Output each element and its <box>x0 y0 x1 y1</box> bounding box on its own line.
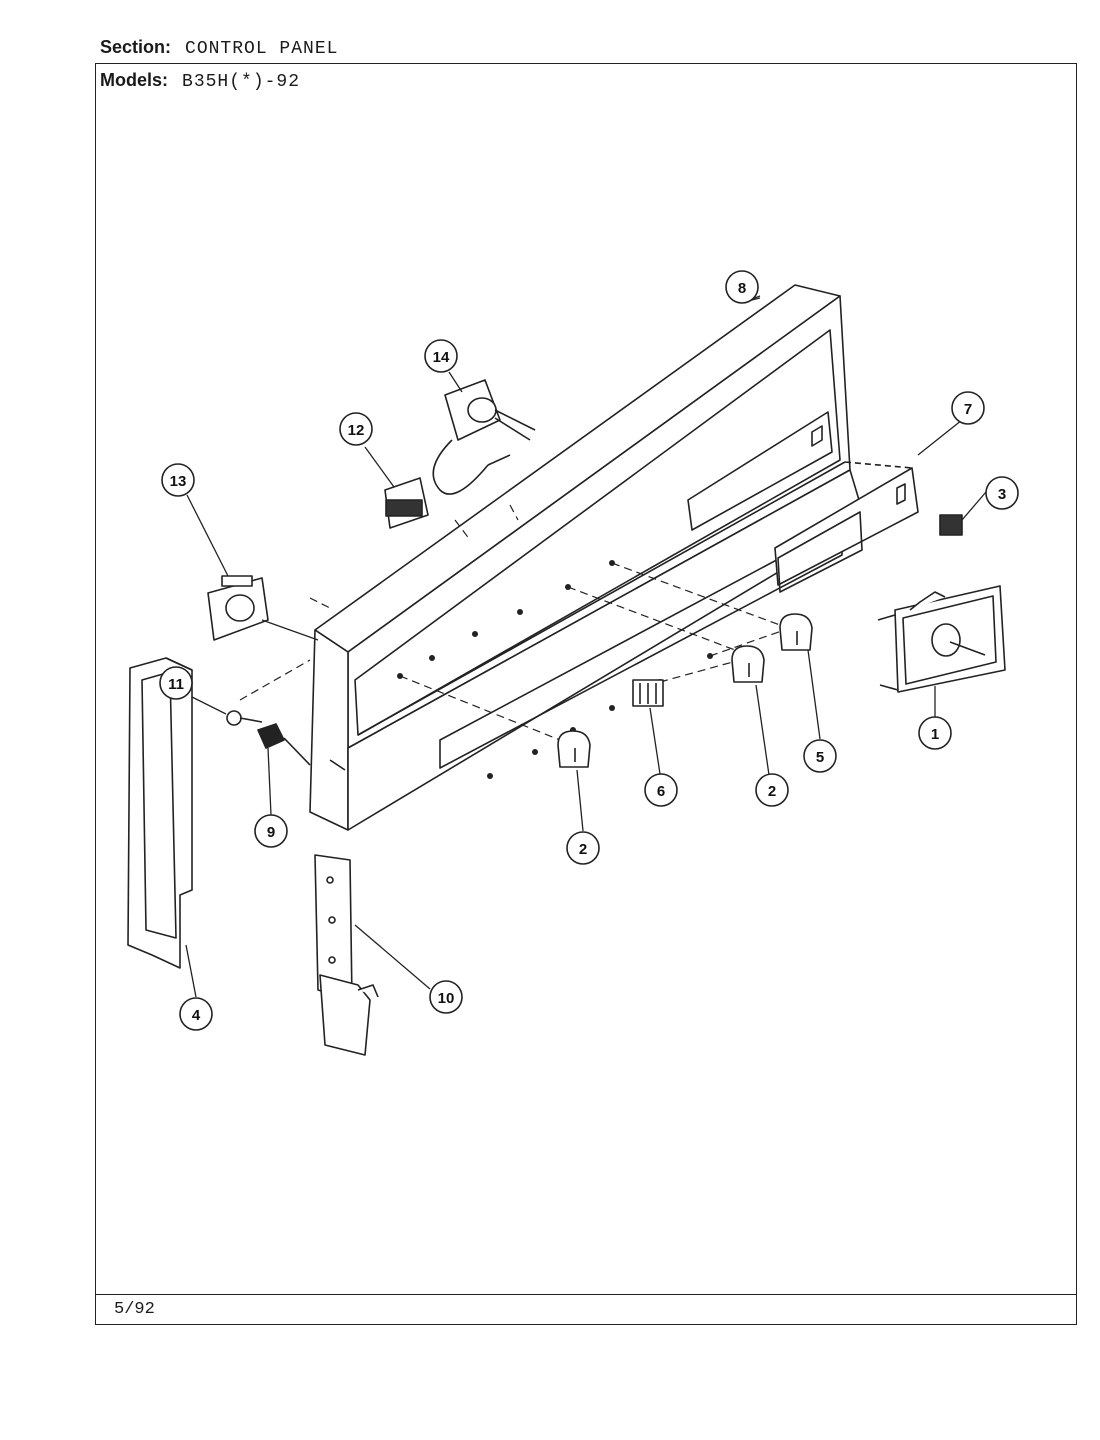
models-line: Models: B35H(*)-92 <box>100 70 300 92</box>
clock-assembly <box>877 585 1006 693</box>
callout-2-lower: 2 <box>566 831 600 865</box>
section-label: Section: <box>100 37 172 57</box>
svg-text:4: 4 <box>192 1007 201 1024</box>
svg-text:14: 14 <box>433 349 450 366</box>
svg-text:13: 13 <box>170 473 187 490</box>
timer-14 <box>432 379 536 495</box>
relay-12 <box>384 477 429 529</box>
callout-10: 10 <box>429 980 463 1014</box>
date-code: 5/92 <box>114 1300 155 1319</box>
callout-13: 13 <box>161 463 195 497</box>
callout-6: 6 <box>644 773 678 807</box>
footer-divider <box>95 1294 1077 1295</box>
knob-5 <box>779 613 813 651</box>
callout-8: 8 <box>725 270 759 304</box>
knob-2-upper <box>731 645 765 683</box>
svg-text:2: 2 <box>579 841 587 858</box>
models-value: B35H(*)-92 <box>182 72 301 92</box>
svg-text:1: 1 <box>931 726 939 743</box>
section-line: Section: CONTROL PANEL <box>100 37 338 59</box>
callout-1: 1 <box>918 716 952 750</box>
callout-14: 14 <box>424 339 458 373</box>
assembly-lines <box>239 504 791 741</box>
control-panel-trim <box>774 461 919 593</box>
leader-lines <box>185 295 987 998</box>
callout-7: 7 <box>951 391 985 425</box>
svg-text:3: 3 <box>998 486 1006 503</box>
knob-2-lower <box>557 730 591 768</box>
models-label: Models: <box>100 70 169 90</box>
bulb-9 <box>257 723 311 766</box>
callout-4: 4 <box>179 997 213 1031</box>
callout-12: 12 <box>339 412 373 446</box>
callout-3: 3 <box>985 476 1019 510</box>
svg-text:8: 8 <box>738 280 746 297</box>
callout-9: 9 <box>254 814 288 848</box>
callout-2-upper: 2 <box>755 773 789 807</box>
screw-11 <box>226 710 263 726</box>
svg-text:2: 2 <box>768 783 776 800</box>
switch-13 <box>207 575 269 641</box>
switch-3 <box>939 514 963 536</box>
svg-text:5: 5 <box>816 749 824 766</box>
svg-text:12: 12 <box>348 422 365 439</box>
svg-text:11: 11 <box>168 676 184 693</box>
end-cap-4 <box>127 657 193 969</box>
svg-text:7: 7 <box>964 401 972 418</box>
section-value: CONTROL PANEL <box>185 39 339 59</box>
bracket-10 <box>314 854 379 1056</box>
svg-text:10: 10 <box>438 990 455 1007</box>
callout-11: 11 <box>159 666 193 700</box>
diagram-frame <box>95 63 1077 1325</box>
svg-text:6: 6 <box>657 783 665 800</box>
switch-6 <box>632 679 664 707</box>
callout-5: 5 <box>803 739 837 773</box>
svg-text:9: 9 <box>267 824 275 841</box>
